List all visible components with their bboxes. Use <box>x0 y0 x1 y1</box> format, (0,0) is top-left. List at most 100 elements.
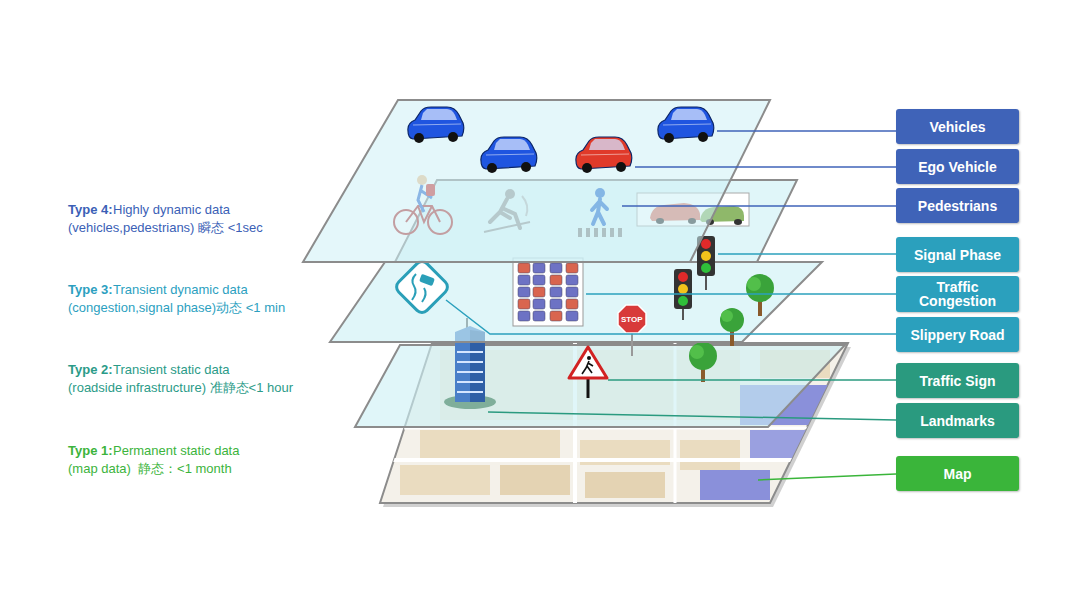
label-box: Traffic Sign <box>896 363 1019 398</box>
map-blocks <box>380 458 850 462</box>
vehicle-plane <box>303 100 770 262</box>
leader-line <box>608 379 896 381</box>
map-blocks <box>680 440 740 470</box>
slippery-road-sign <box>412 274 416 300</box>
congestion-icon <box>566 311 578 321</box>
tree-icon <box>746 274 774 302</box>
label-box: Signal Phase <box>896 237 1019 272</box>
congestion-icon <box>566 275 578 285</box>
congestion-icon <box>533 275 545 285</box>
congestion-icon <box>533 263 545 273</box>
crash-picture <box>734 219 742 225</box>
congestion-icon <box>533 311 545 321</box>
map-blocks <box>585 472 665 498</box>
slippery-road-sign <box>422 288 426 302</box>
data-type-note: Transient static data <box>113 362 230 378</box>
leader-line <box>586 293 896 295</box>
tree-icon <box>689 342 717 370</box>
stop-sign <box>618 305 646 356</box>
label-box: Landmarks <box>896 403 1019 438</box>
congestion-icon <box>550 275 562 285</box>
label-box: Slippery Road <box>896 317 1019 352</box>
congestion-icon <box>518 287 530 297</box>
data-type-note: Type 2: <box>68 362 113 378</box>
box-label: Signal Phase <box>914 248 1001 262</box>
data-type-note: Type 4: <box>68 202 113 218</box>
congestion-icon <box>566 263 578 273</box>
box-label: Pedestrians <box>918 199 997 213</box>
traffic-light <box>705 276 707 290</box>
car-icon <box>576 137 632 173</box>
warning-sign-icon <box>587 356 591 360</box>
congestion-icon <box>513 258 583 326</box>
congestion-icon <box>533 287 545 297</box>
building-icon <box>457 351 483 353</box>
congestion-icon <box>518 299 530 309</box>
congestion-icon <box>566 287 578 297</box>
building-icon <box>457 391 483 393</box>
building-icon <box>457 371 483 373</box>
tree-icon <box>689 342 717 382</box>
tree-icon <box>747 277 761 291</box>
building-icon <box>457 381 483 383</box>
congestion-icon <box>518 275 530 285</box>
congestion-icon <box>518 311 530 321</box>
traffic-light <box>678 284 688 294</box>
label-box: Vehicles <box>896 109 1019 144</box>
vehicle-plane <box>303 100 770 262</box>
data-type-note: Type 3: <box>68 282 113 298</box>
data-type-note: (congestion,signal phase)动态 <1 min <box>68 300 285 316</box>
slippery-road-sign <box>394 259 451 316</box>
building-icon <box>457 361 483 363</box>
map-blocks <box>700 470 770 500</box>
congestion-icon <box>550 311 562 321</box>
traffic-light <box>701 263 711 273</box>
box-label: Slippery Road <box>910 328 1004 342</box>
leader-line <box>446 131 896 480</box>
map-blocks <box>750 430 810 460</box>
traffic-light <box>678 296 688 306</box>
leader-line <box>635 166 896 168</box>
congestion-icon <box>550 299 562 309</box>
box-label: Traffic Sign <box>919 374 995 388</box>
box-label: Map <box>944 467 972 481</box>
map-blocks <box>420 430 560 458</box>
congestion-icon <box>533 299 545 309</box>
label-box: Traffic Congestion <box>896 276 1019 312</box>
data-type-note: (roadside infrastructure) 准静态<1 hour <box>68 380 293 396</box>
tree-icon <box>720 274 774 346</box>
congestion-icon <box>550 287 562 297</box>
slippery-road-sign <box>419 274 435 286</box>
label-box: Ego Vehicle <box>896 149 1019 184</box>
tree-icon <box>690 345 704 359</box>
box-label: Landmarks <box>920 414 995 428</box>
data-type-note: Permanent static data <box>113 443 239 459</box>
tree-icon <box>721 310 733 322</box>
warning-sign-icon <box>582 361 593 374</box>
warning-sign-icon <box>569 347 607 398</box>
congestion-icon <box>550 263 562 273</box>
congestion-icon <box>518 263 530 273</box>
slippery-road-sign <box>394 259 451 316</box>
car-icon <box>658 107 714 143</box>
leader-line <box>446 300 896 334</box>
box-label: Traffic Congestion <box>901 280 1014 308</box>
tree-icon <box>720 308 744 332</box>
data-type-note: Type 1: <box>68 443 113 459</box>
data-type-note: Highly dynamic data <box>113 202 230 218</box>
traffic-light <box>701 251 711 261</box>
congestion-icon <box>513 258 583 326</box>
sign-text: STOP <box>621 315 643 324</box>
label-box: Map <box>896 456 1019 491</box>
car-icon <box>408 107 714 173</box>
traffic-light <box>701 239 711 249</box>
warning-sign-icon <box>569 347 607 378</box>
data-type-note: (vehicles,pedestrians) 瞬态 <1sec <box>68 220 263 236</box>
leader-line <box>717 130 896 132</box>
traffic-light <box>682 308 684 320</box>
box-label: Vehicles <box>929 120 985 134</box>
box-label: Ego Vehicle <box>918 160 997 174</box>
stop-sign <box>631 332 633 356</box>
traffic-light <box>674 269 692 309</box>
